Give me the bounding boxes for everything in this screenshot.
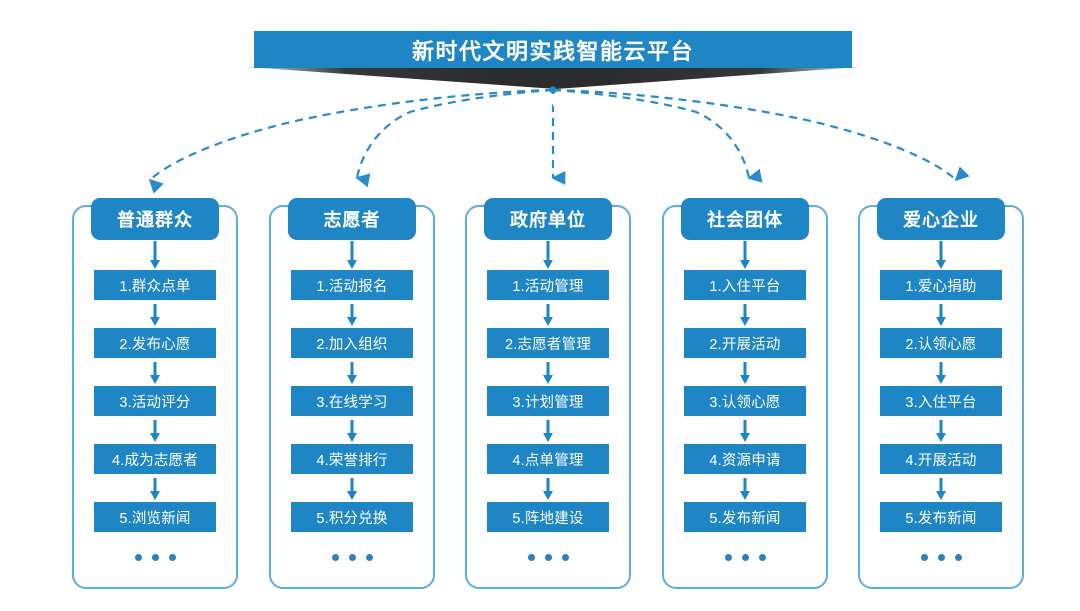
list-item[interactable]: 3.入住平台 (880, 386, 1002, 416)
arrow-down-icon (541, 416, 555, 444)
list-item[interactable]: 3.认领心愿 (684, 386, 806, 416)
down-arrow-notch-icon (547, 94, 561, 107)
banner-shadow-chevron (248, 67, 858, 89)
column-body-enterprise: 1.爱心捐助 2.认领心愿 3.入住平台 4.开展活动 5.发布新闻 (860, 270, 1022, 561)
arrow-down-icon (148, 474, 162, 502)
list-item[interactable]: 1.入住平台 (684, 270, 806, 300)
connector-to-volunteer (355, 88, 554, 188)
arrow-down-icon (345, 474, 359, 502)
list-item[interactable]: 4.成为志愿者 (94, 444, 216, 474)
more-items-ellipsis-icon (920, 554, 962, 561)
arrow-down-icon (541, 474, 555, 502)
list-item[interactable]: 5.阵地建设 (487, 502, 609, 532)
arrow-down-icon (345, 358, 359, 386)
list-item[interactable]: 3.计划管理 (487, 386, 609, 416)
list-item[interactable]: 4.资源申请 (684, 444, 806, 474)
more-items-ellipsis-icon (134, 554, 176, 561)
list-item[interactable]: 1.群众点单 (94, 270, 216, 300)
list-item[interactable]: 5.发布新闻 (880, 502, 1002, 532)
column-body-volunteer: 1.活动报名 2.加入组织 3.在线学习 4.荣誉排行 5.积分兑换 (271, 270, 433, 561)
banner-bar (254, 31, 852, 68)
arrow-down-icon (934, 300, 948, 328)
column-public: 普通群众 1.群众点单 2.发布心愿 3.活动评分 4.成为志愿者 5.浏览新闻 (72, 198, 238, 589)
list-item[interactable]: 1.爱心捐助 (880, 270, 1002, 300)
arrow-down-icon (541, 241, 555, 271)
page-title: 新时代文明实践智能云平台 (411, 38, 694, 64)
list-item[interactable]: 4.点单管理 (487, 444, 609, 474)
list-item[interactable]: 5.发布新闻 (684, 502, 806, 532)
list-item[interactable]: 3.在线学习 (291, 386, 413, 416)
arrow-down-icon (148, 241, 162, 271)
list-item[interactable]: 3.活动评分 (94, 386, 216, 416)
column-header-enterprise[interactable]: 爱心企业 (877, 198, 1005, 240)
arrow-down-icon (934, 241, 948, 271)
list-item[interactable]: 4.荣誉排行 (291, 444, 413, 474)
column-header-volunteer[interactable]: 志愿者 (288, 198, 416, 240)
column-body-government: 1.活动管理 2.志愿者管理 3.计划管理 4.点单管理 5.阵地建设 (467, 270, 629, 561)
arrow-down-icon (738, 358, 752, 386)
list-item[interactable]: 4.开展活动 (880, 444, 1002, 474)
column-body-public: 1.群众点单 2.发布心愿 3.活动评分 4.成为志愿者 5.浏览新闻 (74, 270, 236, 561)
arrow-down-icon (148, 416, 162, 444)
arrow-down-icon (738, 300, 752, 328)
list-item[interactable]: 2.开展活动 (684, 328, 806, 358)
connector-to-social-group (552, 88, 763, 183)
column-body-social-group: 1.入住平台 2.开展活动 3.认领心愿 4.资源申请 5.发布新闻 (664, 270, 826, 561)
list-item[interactable]: 5.浏览新闻 (94, 502, 216, 532)
arrow-down-icon (934, 358, 948, 386)
list-item[interactable]: 1.活动报名 (291, 270, 413, 300)
arrow-down-icon (148, 300, 162, 328)
platform-title-banner: 新时代文明实践智能云平台 (248, 31, 858, 107)
arrow-down-icon (934, 416, 948, 444)
arrow-down-icon (345, 241, 359, 271)
column-social-group: 社会团体 1.入住平台 2.开展活动 3.认领心愿 4.资源申请 5.发布新闻 (662, 198, 828, 589)
arrow-down-icon (738, 416, 752, 444)
list-item[interactable]: 5.积分兑换 (291, 502, 413, 532)
column-government: 政府单位 1.活动管理 2.志愿者管理 3.计划管理 4.点单管理 5.阵地建设 (465, 198, 631, 589)
list-item[interactable]: 2.发布心愿 (94, 328, 216, 358)
column-header-government[interactable]: 政府单位 (484, 198, 612, 240)
list-item[interactable]: 1.活动管理 (487, 270, 609, 300)
connector-to-enterprise (552, 88, 970, 182)
column-header-public[interactable]: 普通群众 (91, 198, 219, 240)
arrow-down-icon (345, 416, 359, 444)
list-item[interactable]: 2.志愿者管理 (487, 328, 609, 358)
column-header-social-group[interactable]: 社会团体 (681, 198, 809, 240)
column-enterprise: 爱心企业 1.爱心捐助 2.认领心愿 3.入住平台 4.开展活动 5.发布新闻 (858, 198, 1024, 589)
arrow-down-icon (541, 358, 555, 386)
arrow-down-icon (148, 358, 162, 386)
connector-to-public (148, 88, 554, 194)
arrow-down-icon (345, 300, 359, 328)
list-item[interactable]: 2.认领心愿 (880, 328, 1002, 358)
more-items-ellipsis-icon (331, 554, 373, 561)
list-item[interactable]: 2.加入组织 (291, 328, 413, 358)
arrow-down-icon (934, 474, 948, 502)
more-items-ellipsis-icon (527, 554, 569, 561)
more-items-ellipsis-icon (724, 554, 766, 561)
arrow-down-icon (541, 300, 555, 328)
arrow-down-icon (738, 474, 752, 502)
arrow-down-icon (738, 241, 752, 271)
column-volunteer: 志愿者 1.活动报名 2.加入组织 3.在线学习 4.荣誉排行 5.积分兑换 (269, 198, 435, 589)
